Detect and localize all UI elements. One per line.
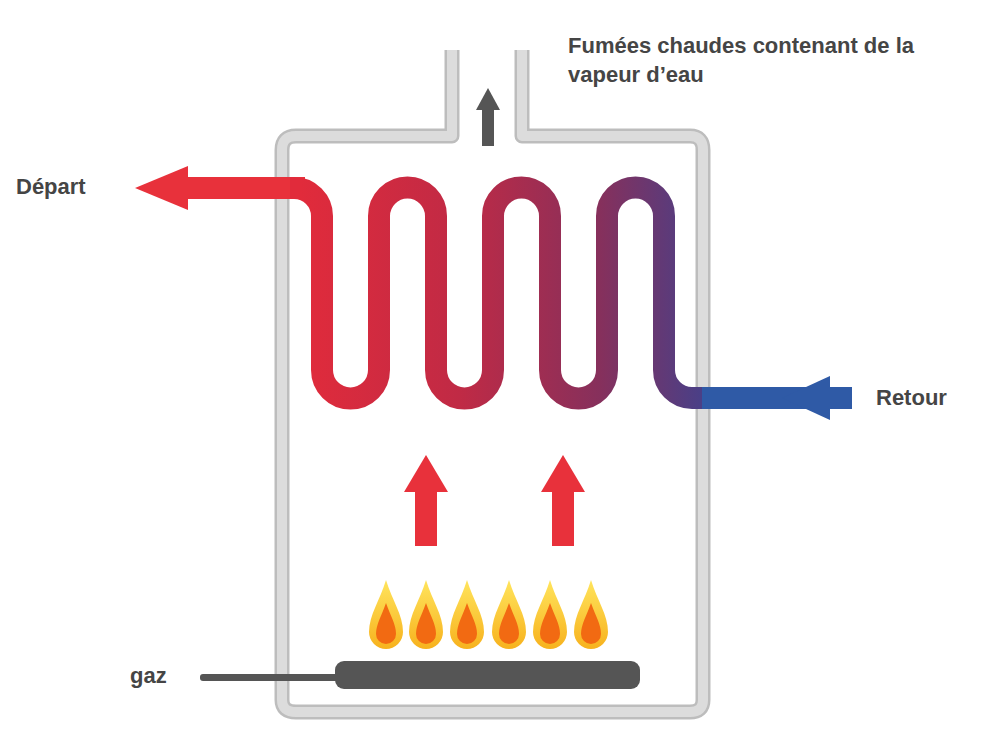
burner-flames <box>369 580 608 649</box>
return-label: Retour <box>876 384 947 413</box>
heat-arrows <box>404 455 585 546</box>
exhaust-label: Fumées chaudes contenant de la vapeur d’… <box>568 32 968 89</box>
gas-label: gaz <box>130 662 167 691</box>
supply-pipe <box>180 177 305 199</box>
heat-exchanger-coil <box>290 188 704 399</box>
burner-bar <box>335 661 640 689</box>
gas-pipe <box>200 674 340 681</box>
smoke-arrow <box>482 108 494 146</box>
boiler-housing <box>282 50 703 712</box>
supply-label: Départ <box>16 173 86 202</box>
